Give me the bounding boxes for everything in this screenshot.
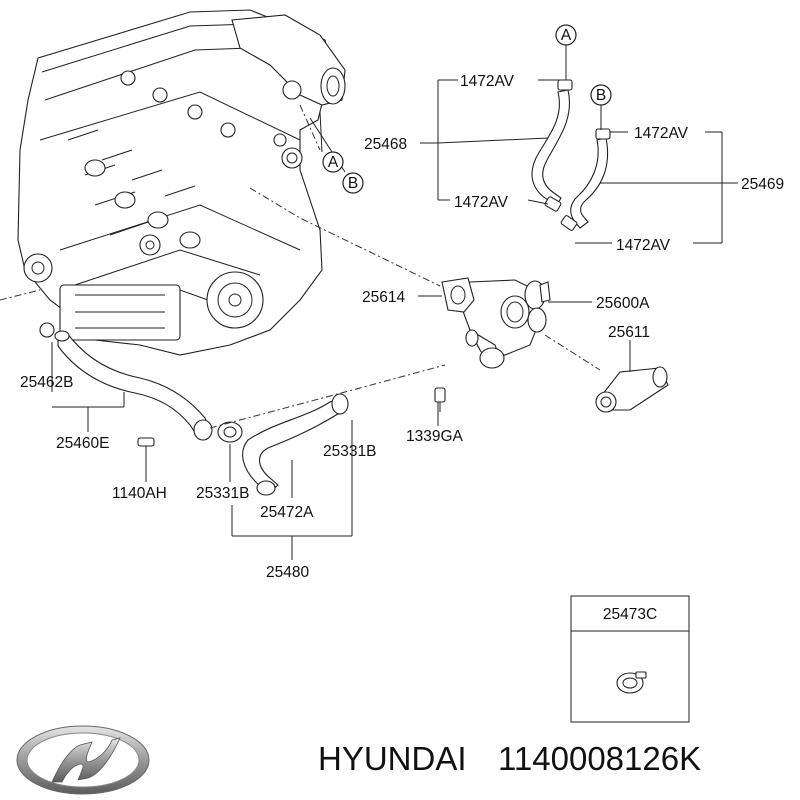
callout-a-engine-text: A [328,154,339,171]
inset-box-25473c: 25473C [570,595,690,723]
label-1339ga: 1339GA [406,428,464,445]
label-25460e: 25460E [56,435,109,452]
hose-25468-illustration [531,79,573,212]
hose-25472a-illustration [242,393,349,496]
pipe-25460e-illustration [39,322,213,441]
label-1472av-low: 1472AV [616,237,671,254]
label-25611: 25611 [608,324,650,341]
label-1472av-top: 1472AV [460,73,515,90]
engine-block-illustration [17,9,346,356]
reference-lines [0,104,601,429]
part-labels: 1472AV 1472AV 1472AV 1472AV 25468 25469 … [20,73,784,581]
callout-b-engine: B [342,172,364,194]
label-1472av-b: 1472AV [634,125,689,142]
label-25462b: 25462B [20,374,73,391]
clamp-25331b-illustration [217,421,243,443]
label-1140ah: 1140AH [112,485,167,502]
label-25473c: 25473C [603,606,657,623]
callout-b-engine-text: B [348,175,358,192]
callout-b-top-text: B [596,87,606,104]
label-25614: 25614 [362,289,405,306]
part-number: 1140008126K [498,740,701,777]
bolt-1339ga-illustration [434,387,446,412]
callout-a-engine: A [322,151,344,173]
label-25472a: 25472A [260,504,314,521]
label-25331b-right: 25331B [323,443,376,460]
bolt-1140ah-illustration [137,437,155,458]
callout-b-top: B [590,84,612,106]
label-25600a: 25600A [596,295,650,312]
label-25469: 25469 [741,176,784,193]
callout-a-top-text: A [561,27,572,44]
thermostat-housing-illustration [454,279,551,369]
hyundai-logo [16,725,150,795]
label-25331b-left: 25331B [196,485,249,502]
label-25468: 25468 [364,136,407,153]
label-1472av-mid: 1472AV [454,194,509,211]
hose-25469-illustration [560,128,611,231]
brand-name: HYUNDAI [318,740,467,777]
clamp-25473c-illustration [616,671,647,694]
callout-a-top: A [555,24,577,46]
label-25480: 25480 [266,564,309,581]
gasket-25614-illustration [441,277,475,313]
thermostat-25611-illustration [595,366,669,413]
